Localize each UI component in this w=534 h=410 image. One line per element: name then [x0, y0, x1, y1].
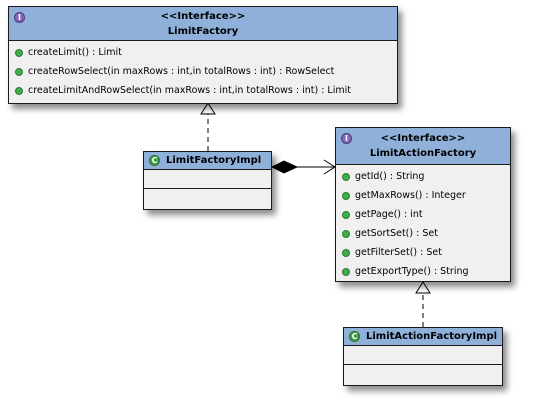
method-item[interactable]: getExportType() : String — [336, 262, 510, 281]
class-header: C LimitActionFactoryImpl — [344, 328, 502, 346]
class-name: LimitActionFactory — [369, 148, 477, 159]
method-list: createLimit() : Limit createRowSelect(in… — [9, 41, 397, 100]
public-method-icon — [342, 210, 350, 219]
class-limitactionfactory[interactable]: I <<Interface>> LimitActionFactory getId… — [335, 127, 511, 282]
operations-section — [144, 189, 271, 209]
public-method-icon — [15, 48, 23, 57]
method-signature: getSortSet() : Set — [355, 228, 438, 239]
method-item[interactable]: getPage() : int — [336, 205, 510, 224]
class-limitfactoryimpl[interactable]: C LimitFactoryImpl — [143, 151, 272, 210]
method-signature: getExportType() : String — [355, 266, 469, 277]
class-limitfactory[interactable]: I <<Interface>> LimitFactory createLimit… — [8, 6, 398, 104]
public-method-icon — [342, 172, 350, 181]
stereotype-label: <<Interface>> — [380, 133, 466, 144]
interface-icon: I — [14, 12, 25, 23]
class-name: LimitFactoryImpl — [166, 155, 262, 166]
composition-diamond — [270, 160, 299, 174]
class-limitactionfactoryimpl[interactable]: C LimitActionFactoryImpl — [343, 327, 503, 386]
public-method-icon — [342, 248, 350, 257]
method-item[interactable]: getFilterSet() : Set — [336, 243, 510, 262]
method-item[interactable]: getMaxRows() : Integer — [336, 186, 510, 205]
attributes-section — [344, 346, 502, 365]
class-name: LimitFactory — [167, 26, 239, 37]
public-method-icon — [342, 191, 350, 200]
class-header: I <<Interface>> LimitFactory — [9, 7, 397, 41]
realization-arrowhead-limitfactory — [200, 102, 216, 115]
method-item[interactable]: getSortSet() : Set — [336, 224, 510, 243]
method-signature: getFilterSet() : Set — [355, 247, 442, 258]
method-item[interactable]: createLimitAndRowSelect(in maxRows : int… — [9, 81, 397, 100]
operations-section — [344, 365, 502, 385]
class-icon: C — [149, 155, 160, 166]
method-signature: getMaxRows() : Integer — [355, 190, 466, 201]
attributes-section — [144, 170, 271, 189]
public-method-icon — [15, 67, 23, 76]
method-signature: createLimit() : Limit — [28, 47, 122, 58]
method-signature: createLimitAndRowSelect(in maxRows : int… — [28, 85, 351, 96]
method-item[interactable]: getId() : String — [336, 167, 510, 186]
method-signature: createRowSelect(in maxRows : int,in tota… — [28, 66, 335, 77]
public-method-icon — [342, 229, 350, 238]
class-icon: C — [349, 331, 360, 342]
method-item[interactable]: createLimit() : Limit — [9, 43, 397, 62]
public-method-icon — [15, 86, 23, 95]
method-signature: getId() : String — [355, 171, 425, 182]
method-signature: getPage() : int — [355, 209, 423, 220]
public-method-icon — [342, 267, 350, 276]
class-header: I <<Interface>> LimitActionFactory — [336, 128, 510, 165]
class-header: C LimitFactoryImpl — [144, 152, 271, 170]
method-list: getId() : String getMaxRows() : Integer … — [336, 165, 510, 281]
realization-arrowhead-limitactionfactory — [415, 281, 431, 294]
class-name: LimitActionFactoryImpl — [366, 331, 498, 342]
interface-icon: I — [341, 133, 352, 144]
method-item[interactable]: createRowSelect(in maxRows : int,in tota… — [9, 62, 397, 81]
stereotype-label: <<Interface>> — [160, 11, 246, 22]
